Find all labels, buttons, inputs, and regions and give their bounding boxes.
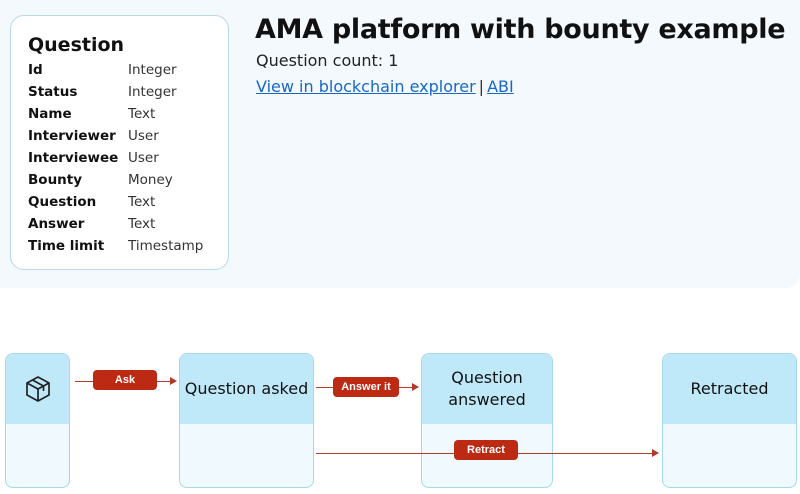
state-label: Question asked bbox=[180, 354, 313, 424]
answer-transition-button[interactable]: Answer it bbox=[333, 377, 399, 397]
field-row: Id Integer bbox=[28, 59, 228, 81]
field-type: Integer bbox=[128, 62, 177, 78]
field-type: Text bbox=[128, 106, 156, 122]
field-row: Name Text bbox=[28, 103, 228, 125]
field-row: Status Integer bbox=[28, 81, 228, 103]
retract-transition-button[interactable]: Retract bbox=[454, 440, 518, 460]
field-type: Text bbox=[128, 216, 156, 232]
field-name: Time limit bbox=[28, 238, 105, 254]
link-separator: | bbox=[478, 77, 485, 96]
field-name: Question bbox=[28, 194, 97, 210]
state-question-asked[interactable]: Question asked bbox=[179, 353, 314, 488]
page-title: AMA platform with bounty example bbox=[255, 14, 786, 45]
field-row: Interviewee User bbox=[28, 147, 228, 169]
field-type: Timestamp bbox=[128, 238, 204, 254]
answer-arrow-head bbox=[412, 383, 419, 391]
state-label: Question answered bbox=[422, 354, 552, 424]
question-count: Question count: 1 bbox=[256, 51, 399, 70]
field-name: Id bbox=[28, 62, 43, 78]
schema-title: Question bbox=[28, 34, 125, 56]
field-row: Answer Text bbox=[28, 213, 228, 235]
field-type: Text bbox=[128, 194, 156, 210]
field-type: Integer bbox=[128, 84, 177, 100]
state-question-answered[interactable]: Question answered bbox=[421, 353, 553, 488]
field-name: Name bbox=[28, 106, 72, 122]
state-label: Retracted bbox=[663, 354, 796, 424]
ask-transition-button[interactable]: Ask bbox=[93, 370, 157, 390]
field-name: Interviewee bbox=[28, 150, 119, 166]
field-row: Bounty Money bbox=[28, 169, 228, 191]
field-row: Time limit Timestamp bbox=[28, 235, 228, 257]
blockchain-explorer-link[interactable]: View in blockchain explorer bbox=[256, 77, 476, 96]
retract-arrow-head bbox=[652, 449, 659, 457]
field-name: Interviewer bbox=[28, 128, 116, 144]
field-type: User bbox=[128, 128, 159, 144]
package-box-icon bbox=[25, 376, 50, 402]
field-type: Money bbox=[128, 172, 173, 188]
field-row: Question Text bbox=[28, 191, 228, 213]
links-bar: View in blockchain explorer|ABI bbox=[256, 77, 514, 96]
ask-arrow-head bbox=[170, 377, 177, 385]
field-row: Interviewer User bbox=[28, 125, 228, 147]
abi-link[interactable]: ABI bbox=[487, 77, 514, 96]
state-retracted[interactable]: Retracted bbox=[662, 353, 797, 488]
start-state[interactable] bbox=[5, 353, 70, 488]
field-type: User bbox=[128, 150, 159, 166]
field-name: Bounty bbox=[28, 172, 83, 188]
start-state-header bbox=[6, 354, 69, 424]
field-name: Answer bbox=[28, 216, 85, 232]
field-name: Status bbox=[28, 84, 78, 100]
